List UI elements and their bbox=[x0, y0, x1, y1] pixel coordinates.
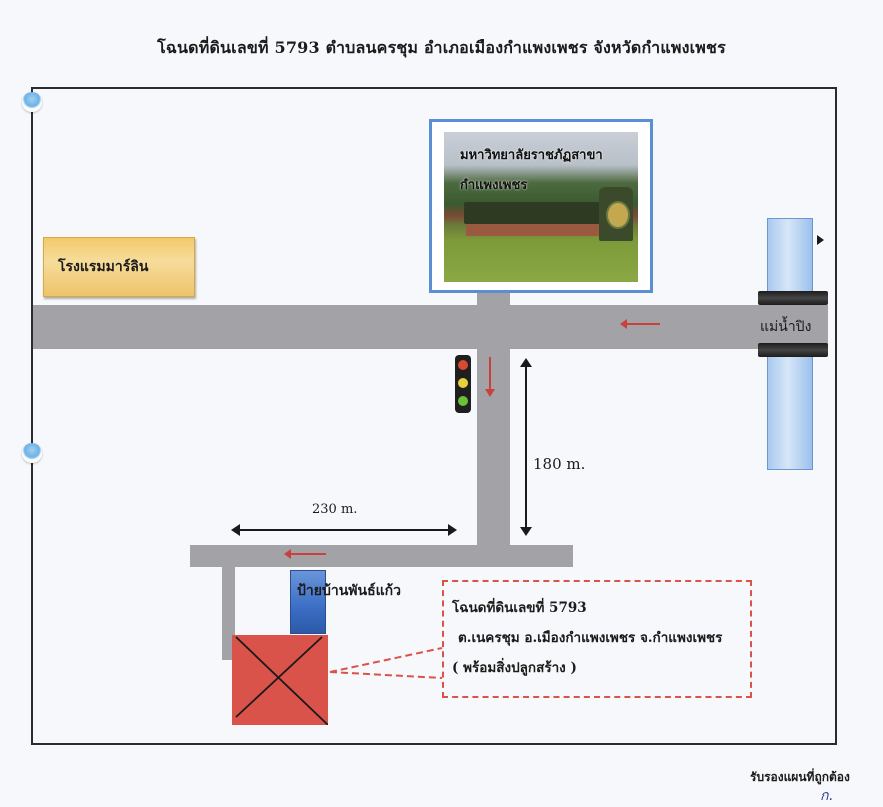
traffic-light-icon bbox=[455, 355, 471, 413]
red-arrow-left-icon bbox=[620, 319, 660, 329]
sign-marker bbox=[290, 570, 326, 634]
binder-ring-icon bbox=[22, 443, 42, 463]
traffic-light-yellow bbox=[458, 378, 468, 388]
plot-cross-icon bbox=[235, 636, 328, 725]
bridge-rail-top bbox=[758, 291, 828, 305]
dimension-line-vertical bbox=[520, 358, 532, 536]
emblem-seal bbox=[606, 201, 630, 229]
arrowhead-down-icon bbox=[520, 527, 532, 536]
callout-building-note: ( พร้อมสิ่งปลูกสร้าง ) bbox=[452, 660, 577, 676]
university-sign-band bbox=[464, 202, 614, 224]
binder-ring-icon bbox=[22, 92, 42, 112]
callout-leader-lines bbox=[329, 647, 443, 679]
hotel-label: โรงแรมมาร์ลิน bbox=[58, 259, 149, 275]
dimension-line-horizontal bbox=[231, 524, 457, 536]
map-approval-text: รับรองแผนที่ถูกต้อง bbox=[750, 770, 850, 784]
river-label: แม่น้ำปิง bbox=[760, 319, 812, 335]
bridge-rail-bottom bbox=[758, 343, 828, 357]
arrowhead-right-icon bbox=[448, 524, 457, 536]
university-sign-base bbox=[466, 224, 606, 236]
callout-location: ต.เนครชุม อ.เมืองกำแพงเพชร จ.กำแพงเพชร bbox=[458, 630, 723, 646]
university-label-line2: กำแพงเพชร bbox=[460, 178, 528, 193]
red-arrow-left-icon bbox=[284, 549, 326, 559]
distance-label-230m: 230 m. bbox=[312, 502, 358, 517]
sign-label: ป้ายบ้านพันธ์แก้ว bbox=[297, 583, 401, 599]
red-arrow-down-icon bbox=[485, 357, 495, 397]
university-label-line1: มหาวิทยาลัยราชภัฏสาขา bbox=[460, 148, 603, 163]
river-flow-marker-icon bbox=[817, 235, 824, 245]
land-plot-marker bbox=[232, 635, 328, 725]
signature: ก. bbox=[820, 788, 833, 804]
arrowhead-up-icon bbox=[520, 358, 532, 367]
hotel-marlin-box: โรงแรมมาร์ลิน bbox=[43, 237, 195, 297]
university-photo: มหาวิทยาลัยราชภัฏสาขา กำแพงเพชร bbox=[444, 132, 638, 282]
small-lane bbox=[222, 567, 235, 660]
traffic-light-green bbox=[458, 396, 468, 406]
red-arrow-down-head bbox=[485, 389, 495, 397]
map-frame bbox=[31, 87, 837, 745]
map-title: โฉนดที่ดินเลขที่ 5793 ตำบลนครชุม อำเภอเม… bbox=[157, 38, 726, 57]
arrowhead-left-icon bbox=[231, 524, 240, 536]
side-road-vertical bbox=[477, 292, 510, 554]
lower-road bbox=[190, 545, 573, 567]
university-emblem-icon bbox=[599, 187, 633, 241]
main-road bbox=[33, 305, 828, 349]
callout-deed-number: โฉนดที่ดินเลขที่ 5793 bbox=[452, 600, 587, 616]
university-photo-frame: มหาวิทยาลัยราชภัฏสาขา กำแพงเพชร bbox=[429, 119, 653, 293]
distance-label-180m: 180 m. bbox=[533, 455, 586, 473]
traffic-light-red bbox=[458, 360, 468, 370]
bridge-deck bbox=[758, 305, 828, 343]
land-deed-callout: โฉนดที่ดินเลขที่ 5793 ต.เนครชุม อ.เมืองก… bbox=[442, 580, 752, 698]
